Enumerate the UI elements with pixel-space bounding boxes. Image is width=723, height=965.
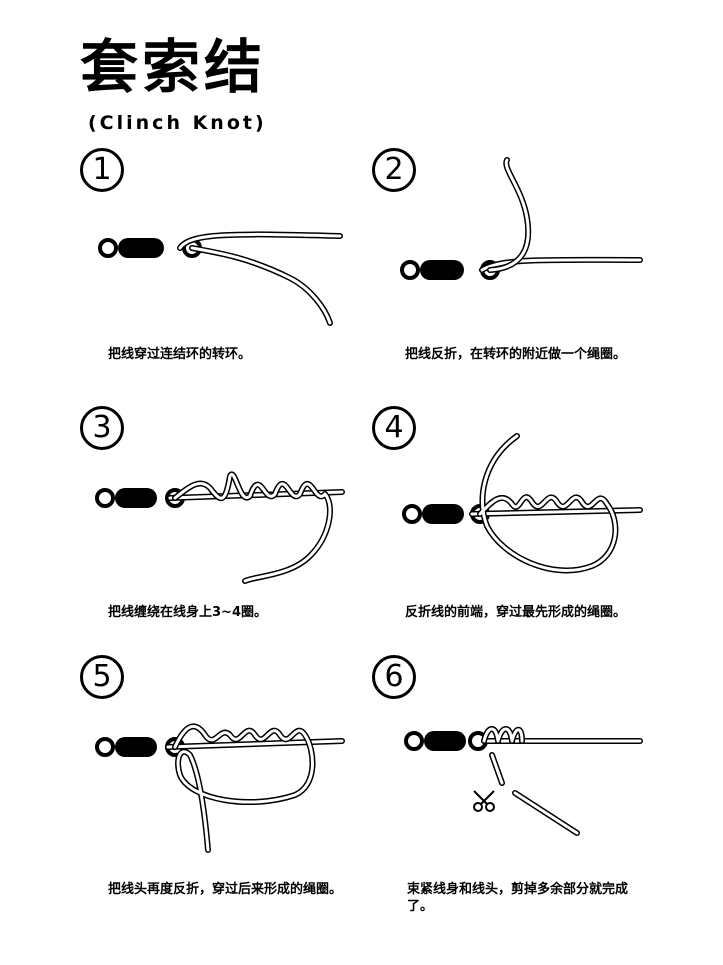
step-2: 2 把线反折，在转环的附近做一个绳圈。 — [372, 148, 692, 398]
step-1: 1 把线穿过连结环的转环。 — [80, 148, 400, 398]
step-4-illustration — [402, 433, 643, 574]
step-6-caption: 束紧线身和线头，剪掉多余部分就完成了。 — [407, 882, 629, 914]
swivel-icon — [95, 737, 185, 757]
step-1-illustration — [98, 231, 343, 326]
step-3-illustration — [95, 471, 345, 584]
step-number-4: 4 — [372, 406, 416, 450]
step-3: 3 把线缠绕在线身上3~4圈。 — [80, 406, 400, 656]
page-title: 套索结 — [80, 33, 267, 101]
step-5-illustration — [95, 723, 345, 853]
wrapped-knot — [481, 726, 525, 744]
step-1-caption: 把线穿过连结环的转环。 — [108, 347, 252, 362]
step-number-6: 6 — [372, 655, 416, 699]
step-2-caption: 把线反折，在转环的附近做一个绳圈。 — [405, 347, 627, 362]
step-5-caption: 把线头再度反折，穿过后来形成的绳圈。 — [108, 882, 343, 897]
step-number-2: 2 — [372, 148, 416, 192]
step-5: 5 把线头再度反折，穿过后来形成的绳圈。 — [80, 655, 400, 905]
step-number-3: 3 — [80, 406, 124, 450]
step-6-illustration — [404, 726, 643, 836]
step-4-caption: 反折线的前端，穿过最先形成的绳圈。 — [405, 605, 627, 620]
step-number-5: 5 — [80, 655, 124, 699]
swivel-icon — [404, 731, 488, 751]
step-4: 4 反折线的前端，穿过最先形成的绳圈。 — [372, 406, 692, 656]
step-2-illustration — [400, 157, 643, 280]
step-3-caption: 把线缠绕在线身上3~4圈。 — [108, 605, 267, 620]
step-6: 6 束紧线身和线头，剪掉多余部分就完成了。 — [372, 655, 692, 914]
page-subtitle: (Clinch Knot) — [88, 112, 267, 134]
step-number-1: 1 — [80, 148, 124, 192]
scissors-icon — [473, 790, 495, 812]
